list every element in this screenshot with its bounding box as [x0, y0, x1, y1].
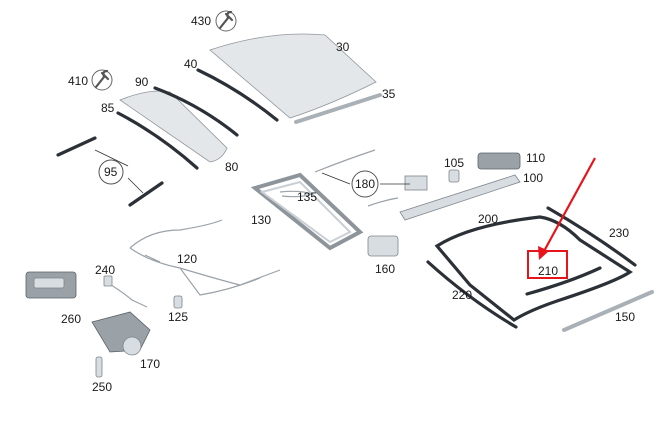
glass-panel-85[interactable] — [119, 90, 228, 163]
bolt-105[interactable] — [448, 169, 460, 183]
label-230: 230 — [609, 226, 629, 240]
seal-90[interactable] — [153, 86, 239, 137]
label-100: 100 — [523, 171, 543, 185]
label-240: 240 — [95, 263, 115, 277]
seal-210[interactable] — [525, 266, 602, 296]
label-410: 410 — [68, 74, 88, 88]
highlight-arrow — [542, 157, 596, 254]
seal-220[interactable] — [426, 260, 518, 329]
clip-160[interactable] — [367, 235, 399, 257]
label-135: 135 — [297, 190, 317, 204]
label-40: 40 — [184, 57, 198, 71]
label-105: 105 — [444, 156, 464, 170]
label-85: 85 — [101, 101, 115, 115]
label-170: 170 — [140, 357, 160, 371]
trim-150[interactable] — [562, 290, 654, 332]
label-260: 260 — [61, 312, 81, 326]
frame-130[interactable] — [250, 172, 364, 251]
label-130: 130 — [251, 213, 271, 227]
label-125: 125 — [168, 310, 188, 324]
label-110: 110 — [526, 151, 545, 165]
label-430: 430 — [191, 14, 211, 28]
wrench-icon-430 — [215, 10, 237, 32]
strip-95-upper[interactable] — [56, 136, 97, 157]
label-150: 150 — [615, 310, 635, 324]
cable-135[interactable] — [279, 190, 314, 198]
connector-110[interactable] — [477, 152, 521, 170]
label-30: 30 — [336, 40, 350, 54]
label-80: 80 — [225, 160, 239, 174]
wrench-icon-410 — [91, 69, 113, 91]
seal-40[interactable] — [196, 68, 279, 122]
label-200: 200 — [478, 212, 498, 226]
callout-circle-95 — [98, 159, 124, 185]
highlight-arrowhead — [538, 246, 549, 260]
bracket-180[interactable] — [404, 175, 428, 191]
label-250: 250 — [92, 380, 112, 394]
highlight-box-210 — [527, 250, 568, 279]
label-95: 95 — [104, 165, 118, 179]
seal-200[interactable] — [434, 215, 633, 322]
seal-230[interactable] — [546, 206, 637, 267]
cable-180[interactable] — [314, 149, 376, 173]
label-180: 180 — [355, 177, 375, 191]
roof-panel-30[interactable] — [209, 33, 377, 119]
label-210: 210 — [538, 264, 558, 278]
rail-100[interactable] — [399, 174, 521, 221]
strip-95-lower[interactable] — [128, 181, 164, 207]
connector-125[interactable] — [173, 295, 183, 309]
seal-80[interactable] — [116, 111, 199, 170]
bolt-250[interactable] — [95, 356, 103, 378]
trim-35[interactable] — [294, 93, 382, 124]
label-160: 160 — [375, 262, 395, 276]
harness-120[interactable] — [129, 219, 281, 296]
label-90: 90 — [135, 75, 149, 89]
label-120: 120 — [177, 252, 197, 266]
label-35: 35 — [382, 87, 396, 101]
callout-circle-180 — [351, 170, 379, 198]
label-220: 220 — [452, 288, 472, 302]
